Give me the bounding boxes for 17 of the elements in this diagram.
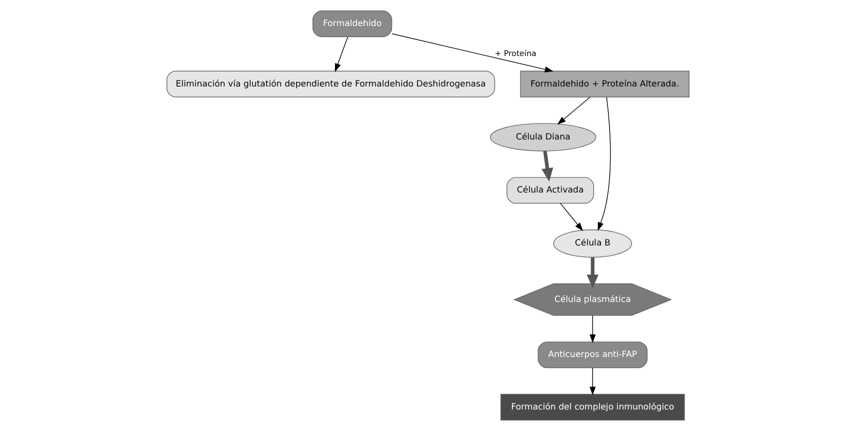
- arrow: [590, 315, 596, 343]
- arrow: [392, 33, 554, 72]
- node-box: Célula Activada: [506, 177, 594, 204]
- arrow: [557, 96, 591, 125]
- node-box: Formación del complejo inmunológico: [500, 394, 685, 420]
- node-ellipse: Célula B: [553, 229, 632, 258]
- arrow: [542, 150, 554, 182]
- node-ellipse: Célula Diana: [490, 123, 596, 152]
- arrow: [586, 257, 599, 288]
- arrow: [590, 368, 596, 396]
- node-box: Formaldehido: [312, 10, 392, 38]
- node-box: Formaldehido + Proteína Alterada.: [520, 70, 690, 98]
- arrow: [560, 202, 584, 232]
- arrow: [598, 96, 611, 231]
- arrow: [334, 36, 348, 72]
- node-box: Anticuerpos anti-FAP: [538, 342, 648, 368]
- node-box: Eliminación vía glutatión dependiente de Formaldehido Deshidrogenasa: [166, 70, 496, 98]
